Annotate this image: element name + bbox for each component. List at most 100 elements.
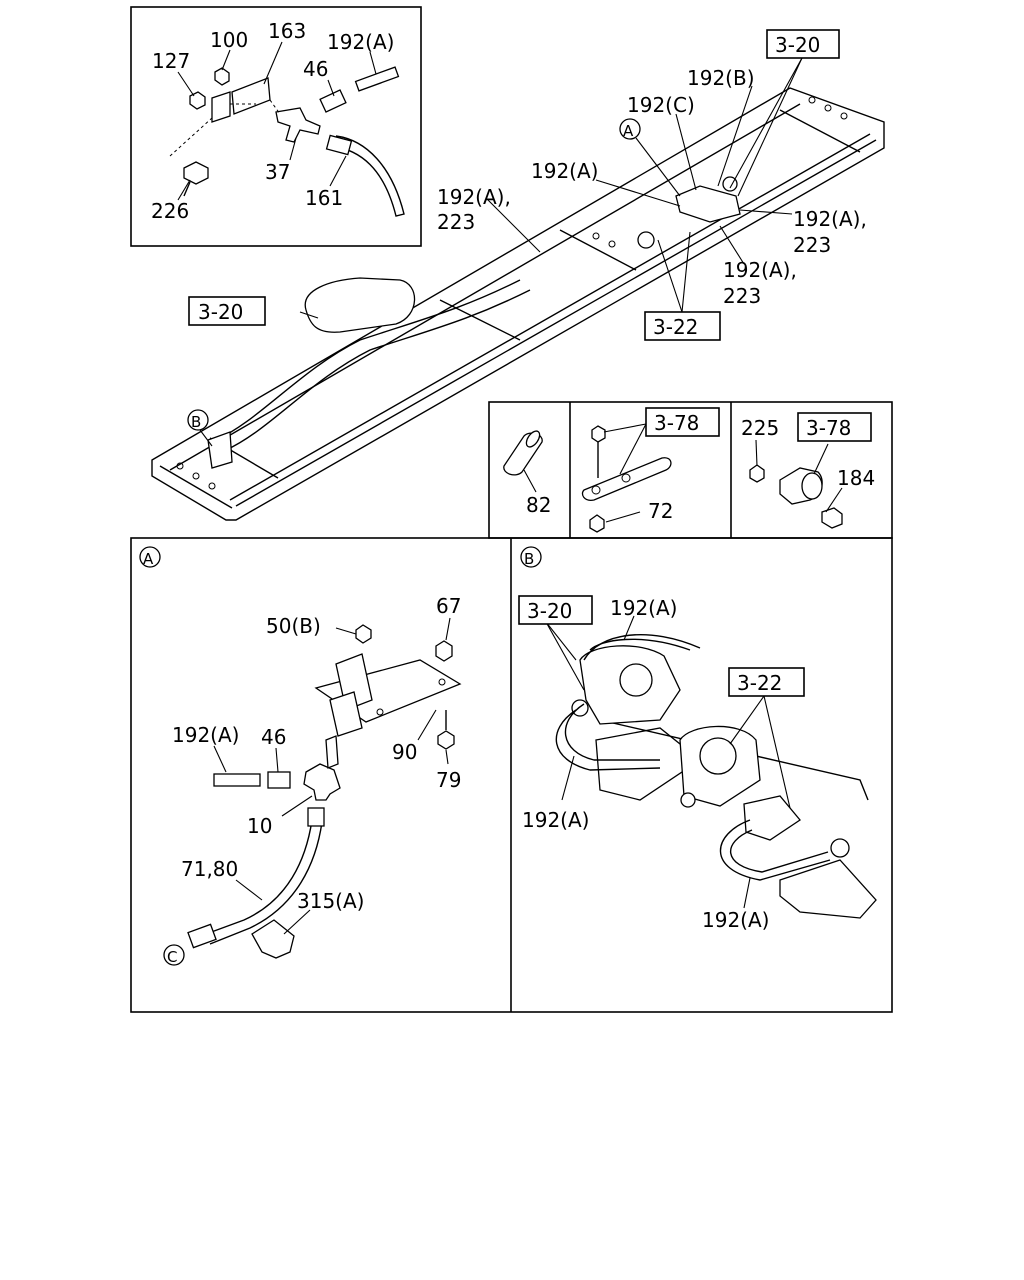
ref-box-3-20-left[interactable] <box>188 296 266 326</box>
leader-161 <box>329 155 347 187</box>
front-cross <box>779 109 861 153</box>
ref-box-3-78-b[interactable] <box>797 412 872 442</box>
bolt-79-head <box>437 730 455 750</box>
leader-192c <box>675 113 697 191</box>
leader-192a-top <box>369 51 377 75</box>
circle-a-label: A <box>623 122 634 140</box>
valve-body-2-cap <box>699 737 737 775</box>
clip-315a-shape <box>251 919 295 959</box>
front-valve-cluster <box>675 185 741 223</box>
ref-box-3-22-b[interactable] <box>728 667 805 697</box>
callout-127: 127 <box>152 49 190 73</box>
callout-82: 82 <box>526 493 551 517</box>
valve-body-1-cap <box>619 663 653 697</box>
ref-3-78-a-label[interactable]: 3-78 <box>654 411 699 435</box>
nut-100-shape <box>214 67 230 86</box>
leader-50b <box>335 627 357 635</box>
spacer-82-end <box>525 430 541 448</box>
ref-3-20-left-label[interactable]: 3-20 <box>198 300 243 324</box>
leader-ref-320-top-b <box>737 57 803 197</box>
circle-c-marker <box>163 944 185 966</box>
detail-a-title: A <box>143 550 154 568</box>
bolt-184-head <box>821 507 843 529</box>
hole <box>808 96 816 104</box>
hole <box>208 482 216 490</box>
leader-ref-320-left <box>299 311 319 319</box>
rail-left-top <box>169 103 801 471</box>
leader-82 <box>523 469 537 493</box>
hole <box>192 472 200 480</box>
front-valve-fitting-2 <box>722 176 738 192</box>
callout-192a-223-right-a: 192(A), <box>793 207 867 231</box>
ref-3-22-b-label[interactable]: 3-22 <box>737 671 782 695</box>
callout-163: 163 <box>268 19 306 43</box>
ref-3-78-b-label[interactable]: 3-78 <box>806 416 851 440</box>
leader-226 <box>177 179 191 201</box>
detail-a-title-circle <box>139 546 161 568</box>
ref-3-22-label[interactable]: 3-22 <box>653 315 698 339</box>
leader-163 <box>263 41 283 85</box>
leader-ref-378-a <box>603 423 647 433</box>
hose-fitting-bottom <box>187 923 217 949</box>
callout-7180: 71,80 <box>181 857 238 881</box>
callout-72: 72 <box>648 499 673 523</box>
leader-79 <box>445 749 449 765</box>
hole <box>840 112 848 120</box>
ref-box-3-20-b[interactable] <box>518 595 593 625</box>
fitting-1 <box>830 838 850 858</box>
callout-192b: 192(B) <box>687 66 755 90</box>
detail-a: A <box>139 546 461 966</box>
pipe-loop-top <box>589 638 691 651</box>
inset-top-left: 127 100 163 192(A) 46 37 161 226 <box>130 6 422 247</box>
hose-7180-shape-2 <box>209 821 323 945</box>
hose-fitting-shape <box>325 134 353 156</box>
rail-right-inner <box>235 139 877 507</box>
nut-67-shape <box>435 640 453 662</box>
rear-valve-group <box>207 431 233 469</box>
nut-127-shape <box>189 91 206 110</box>
ref-box-3-20-top[interactable] <box>766 29 840 59</box>
hole <box>824 104 832 112</box>
leader-ref-322-b-a <box>729 695 765 745</box>
plate-hole <box>438 678 446 686</box>
leader-192a-b-left <box>561 755 575 801</box>
callout-79: 79 <box>436 768 461 792</box>
ref-3-20-top-label[interactable]: 3-20 <box>775 33 820 57</box>
ref-3-20-b-label[interactable]: 3-20 <box>527 599 572 623</box>
callout-315a: 315(A) <box>297 889 364 913</box>
valve-mount-block <box>595 727 702 801</box>
callout-226: 226 <box>151 199 189 223</box>
tee-37-shape <box>275 107 321 143</box>
callout-37: 37 <box>265 160 290 184</box>
detail-b: B <box>518 546 877 932</box>
leader-184 <box>825 487 843 513</box>
mid-cross-2 <box>559 229 637 271</box>
rail-right-top <box>229 133 871 501</box>
leader-315a <box>283 909 311 935</box>
hole <box>176 462 184 470</box>
callout-192a-main: 192(A) <box>531 159 598 183</box>
circle-b-marker <box>187 409 209 431</box>
plate-hole <box>376 708 384 716</box>
pipe-loop-top-outer <box>583 633 701 661</box>
callout-100: 100 <box>210 28 248 52</box>
frame-pipe-1 <box>215 279 521 441</box>
leader-192a-b-bottom <box>743 877 751 909</box>
fitting-3 <box>680 792 696 808</box>
ref-box-3-22[interactable] <box>644 311 721 341</box>
plate-hole-1 <box>591 485 601 495</box>
leader-ref-320-b-a <box>545 621 577 661</box>
leader-127 <box>177 71 195 97</box>
pipe-loop-bottom <box>719 819 831 881</box>
plate-shape <box>581 457 672 501</box>
ref-box-3-78-a[interactable] <box>645 407 720 437</box>
tee-10-nipple <box>325 735 339 769</box>
leader-ref-322-b-b <box>763 695 791 809</box>
leader-ref-322-b <box>681 231 691 313</box>
leader-46-a <box>275 747 279 773</box>
callout-184: 184 <box>837 466 875 490</box>
pipe-loop-left-inner <box>564 703 660 761</box>
frame-outline <box>151 87 885 521</box>
leader-46-top <box>327 79 335 97</box>
